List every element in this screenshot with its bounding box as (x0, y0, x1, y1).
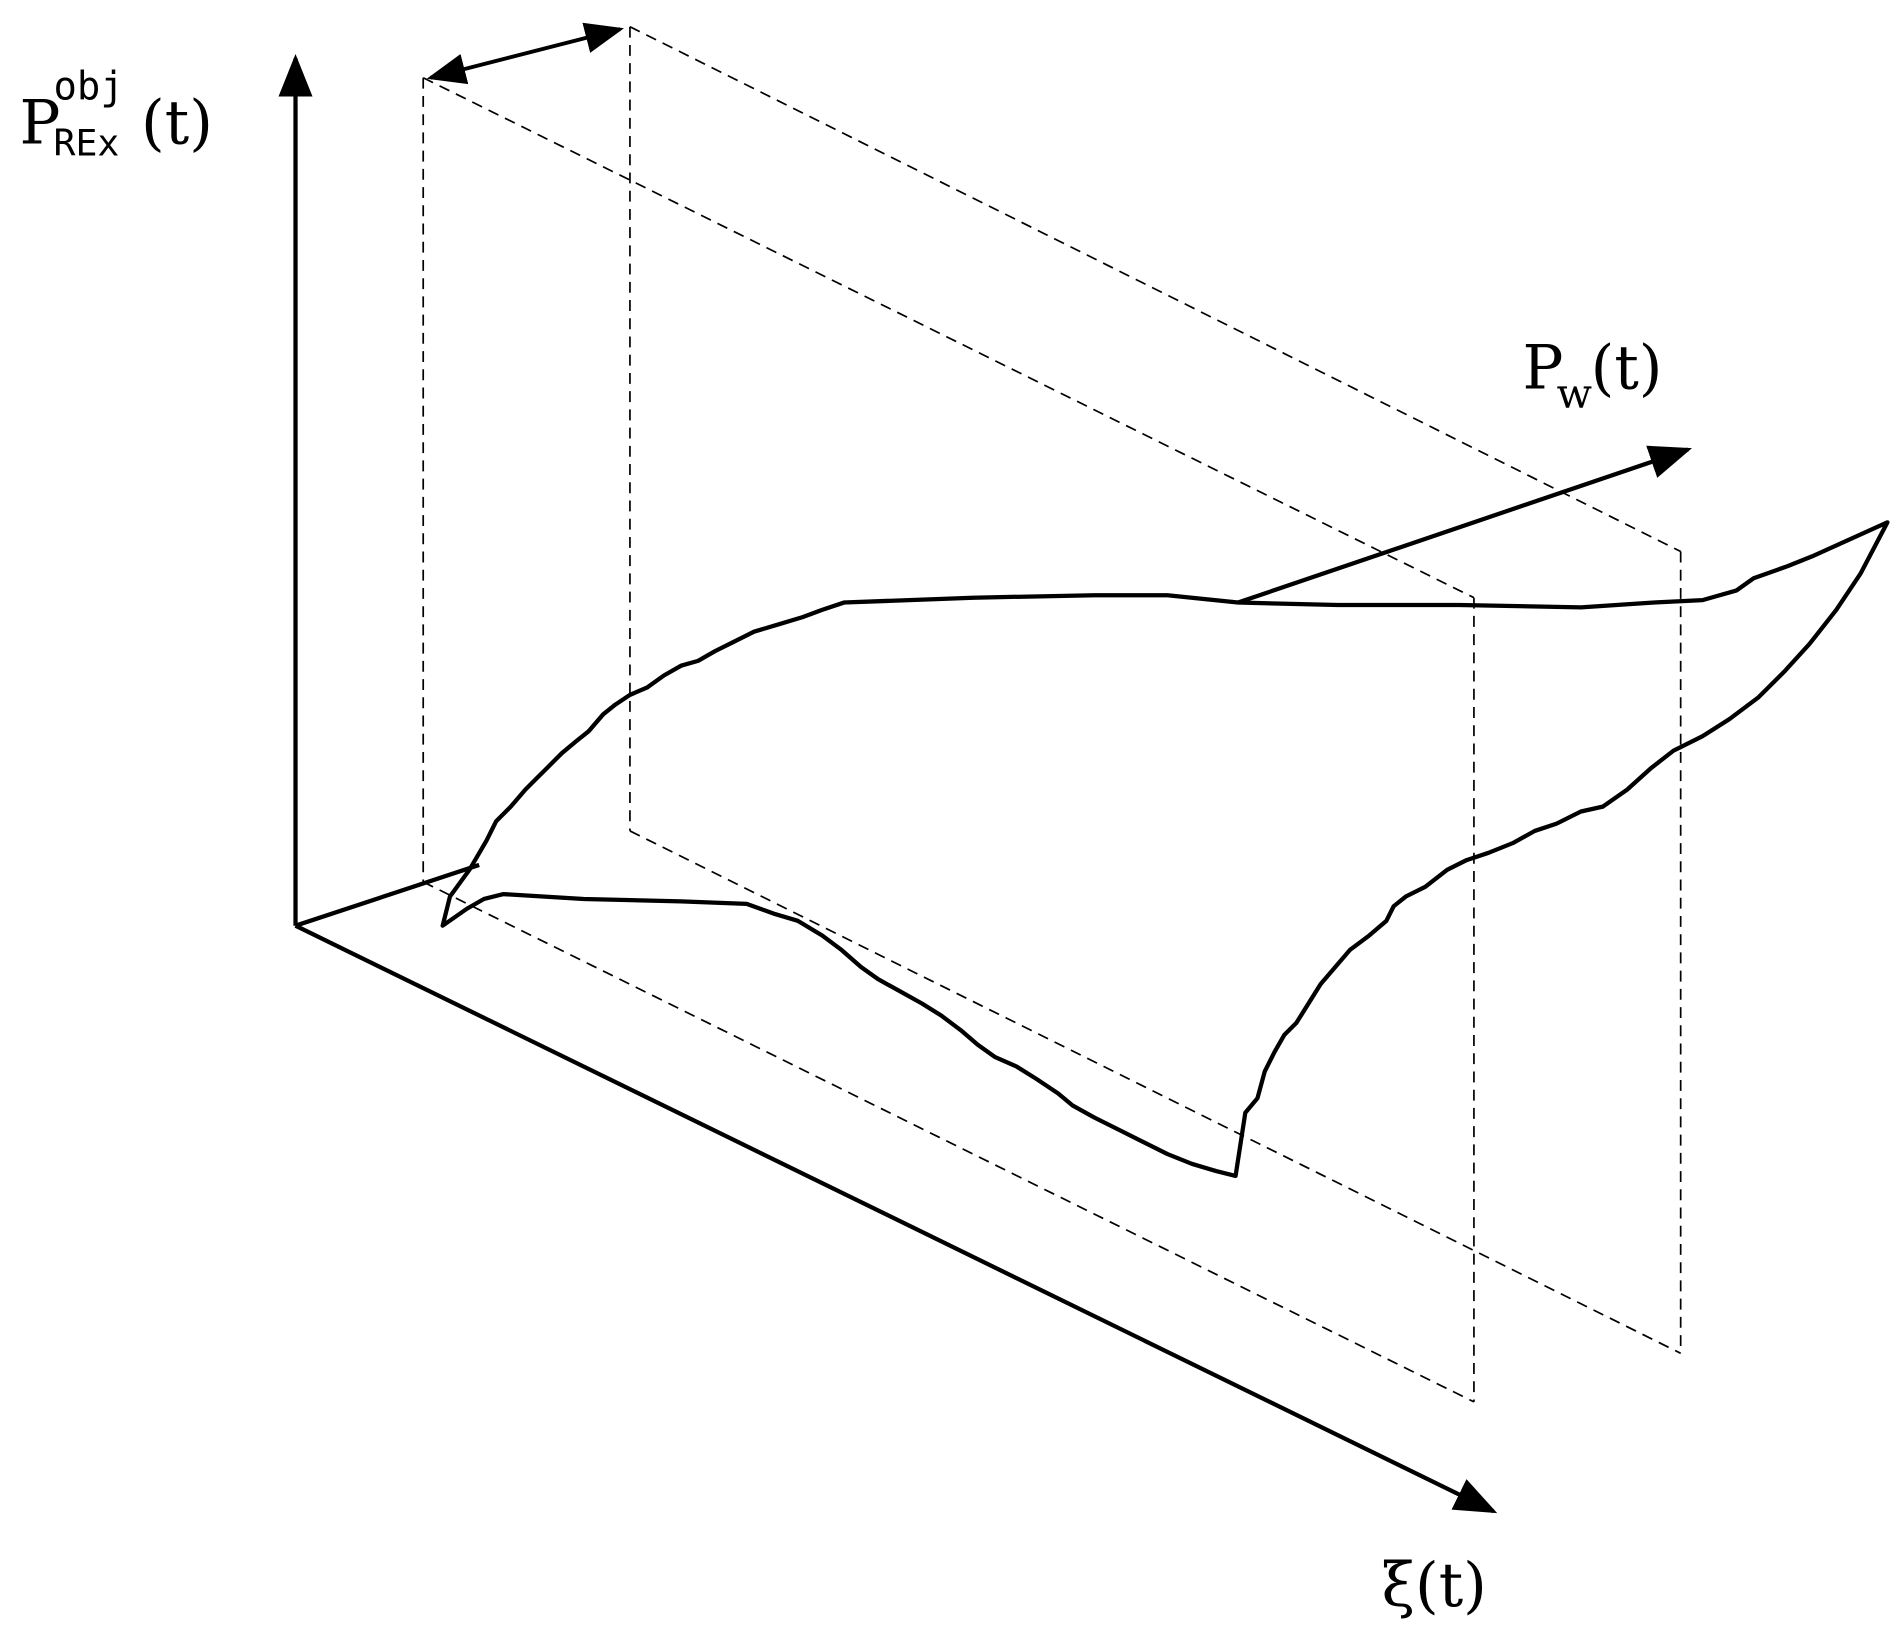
axes (278, 54, 1692, 1514)
horizontal-axis (294, 923, 1498, 1514)
svg-text:(t): (t) (1591, 334, 1663, 404)
surface-outline (440, 520, 1890, 1179)
svg-text:P: P (1523, 334, 1564, 404)
depth-axis (1237, 445, 1692, 605)
depth-axis-label: P w (t) (1523, 334, 1663, 418)
depth-axis-label-argument: (t) (1591, 334, 1663, 404)
near-plane-top-edge (422, 76, 1475, 599)
svg-text:(t): (t) (141, 88, 213, 158)
far-plane-bottom-edge (629, 830, 1682, 1355)
vertical-axis-label-base: P (19, 88, 60, 158)
far-plane-top-edge (629, 25, 1682, 553)
vertical-axis-label-argument: (t) (141, 88, 213, 158)
depth-axis-base-segment (294, 862, 480, 928)
svg-text:w: w (1557, 370, 1592, 418)
vertical-axis-label-subscript: REx (54, 122, 120, 165)
plane-spacing-arrow (426, 22, 624, 85)
svg-text:P: P (19, 88, 60, 158)
vertical-axis-label-superscript: obj (54, 65, 124, 110)
dashed-planes (422, 25, 1682, 1403)
depth-axis-label-base: P (1523, 334, 1564, 404)
svg-text:REx: REx (54, 122, 120, 165)
depth-axis-label-subscript: w (1557, 370, 1592, 418)
vertical-axis-label: P obj REx (t) (19, 65, 212, 165)
horizontal-axis-label: ξ(t) (1382, 1551, 1487, 1621)
svg-text:obj: obj (54, 65, 124, 110)
near-plane-bottom-edge (422, 881, 1475, 1403)
